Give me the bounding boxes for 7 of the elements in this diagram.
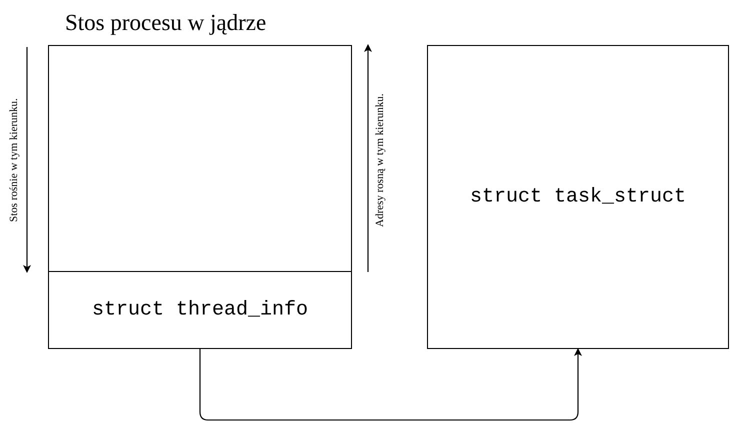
arrow [199,348,582,421]
struct-name: struct thread_info [92,298,308,322]
direction-note: Adresy rosną w tym kierunku. [374,92,386,229]
struct-box [427,45,729,349]
heading: Stos procesu w jądrze [65,10,266,36]
struct-name: struct task_struct [470,186,686,208]
direction-note: Stos rośnie w tym kierunku. [8,97,20,224]
